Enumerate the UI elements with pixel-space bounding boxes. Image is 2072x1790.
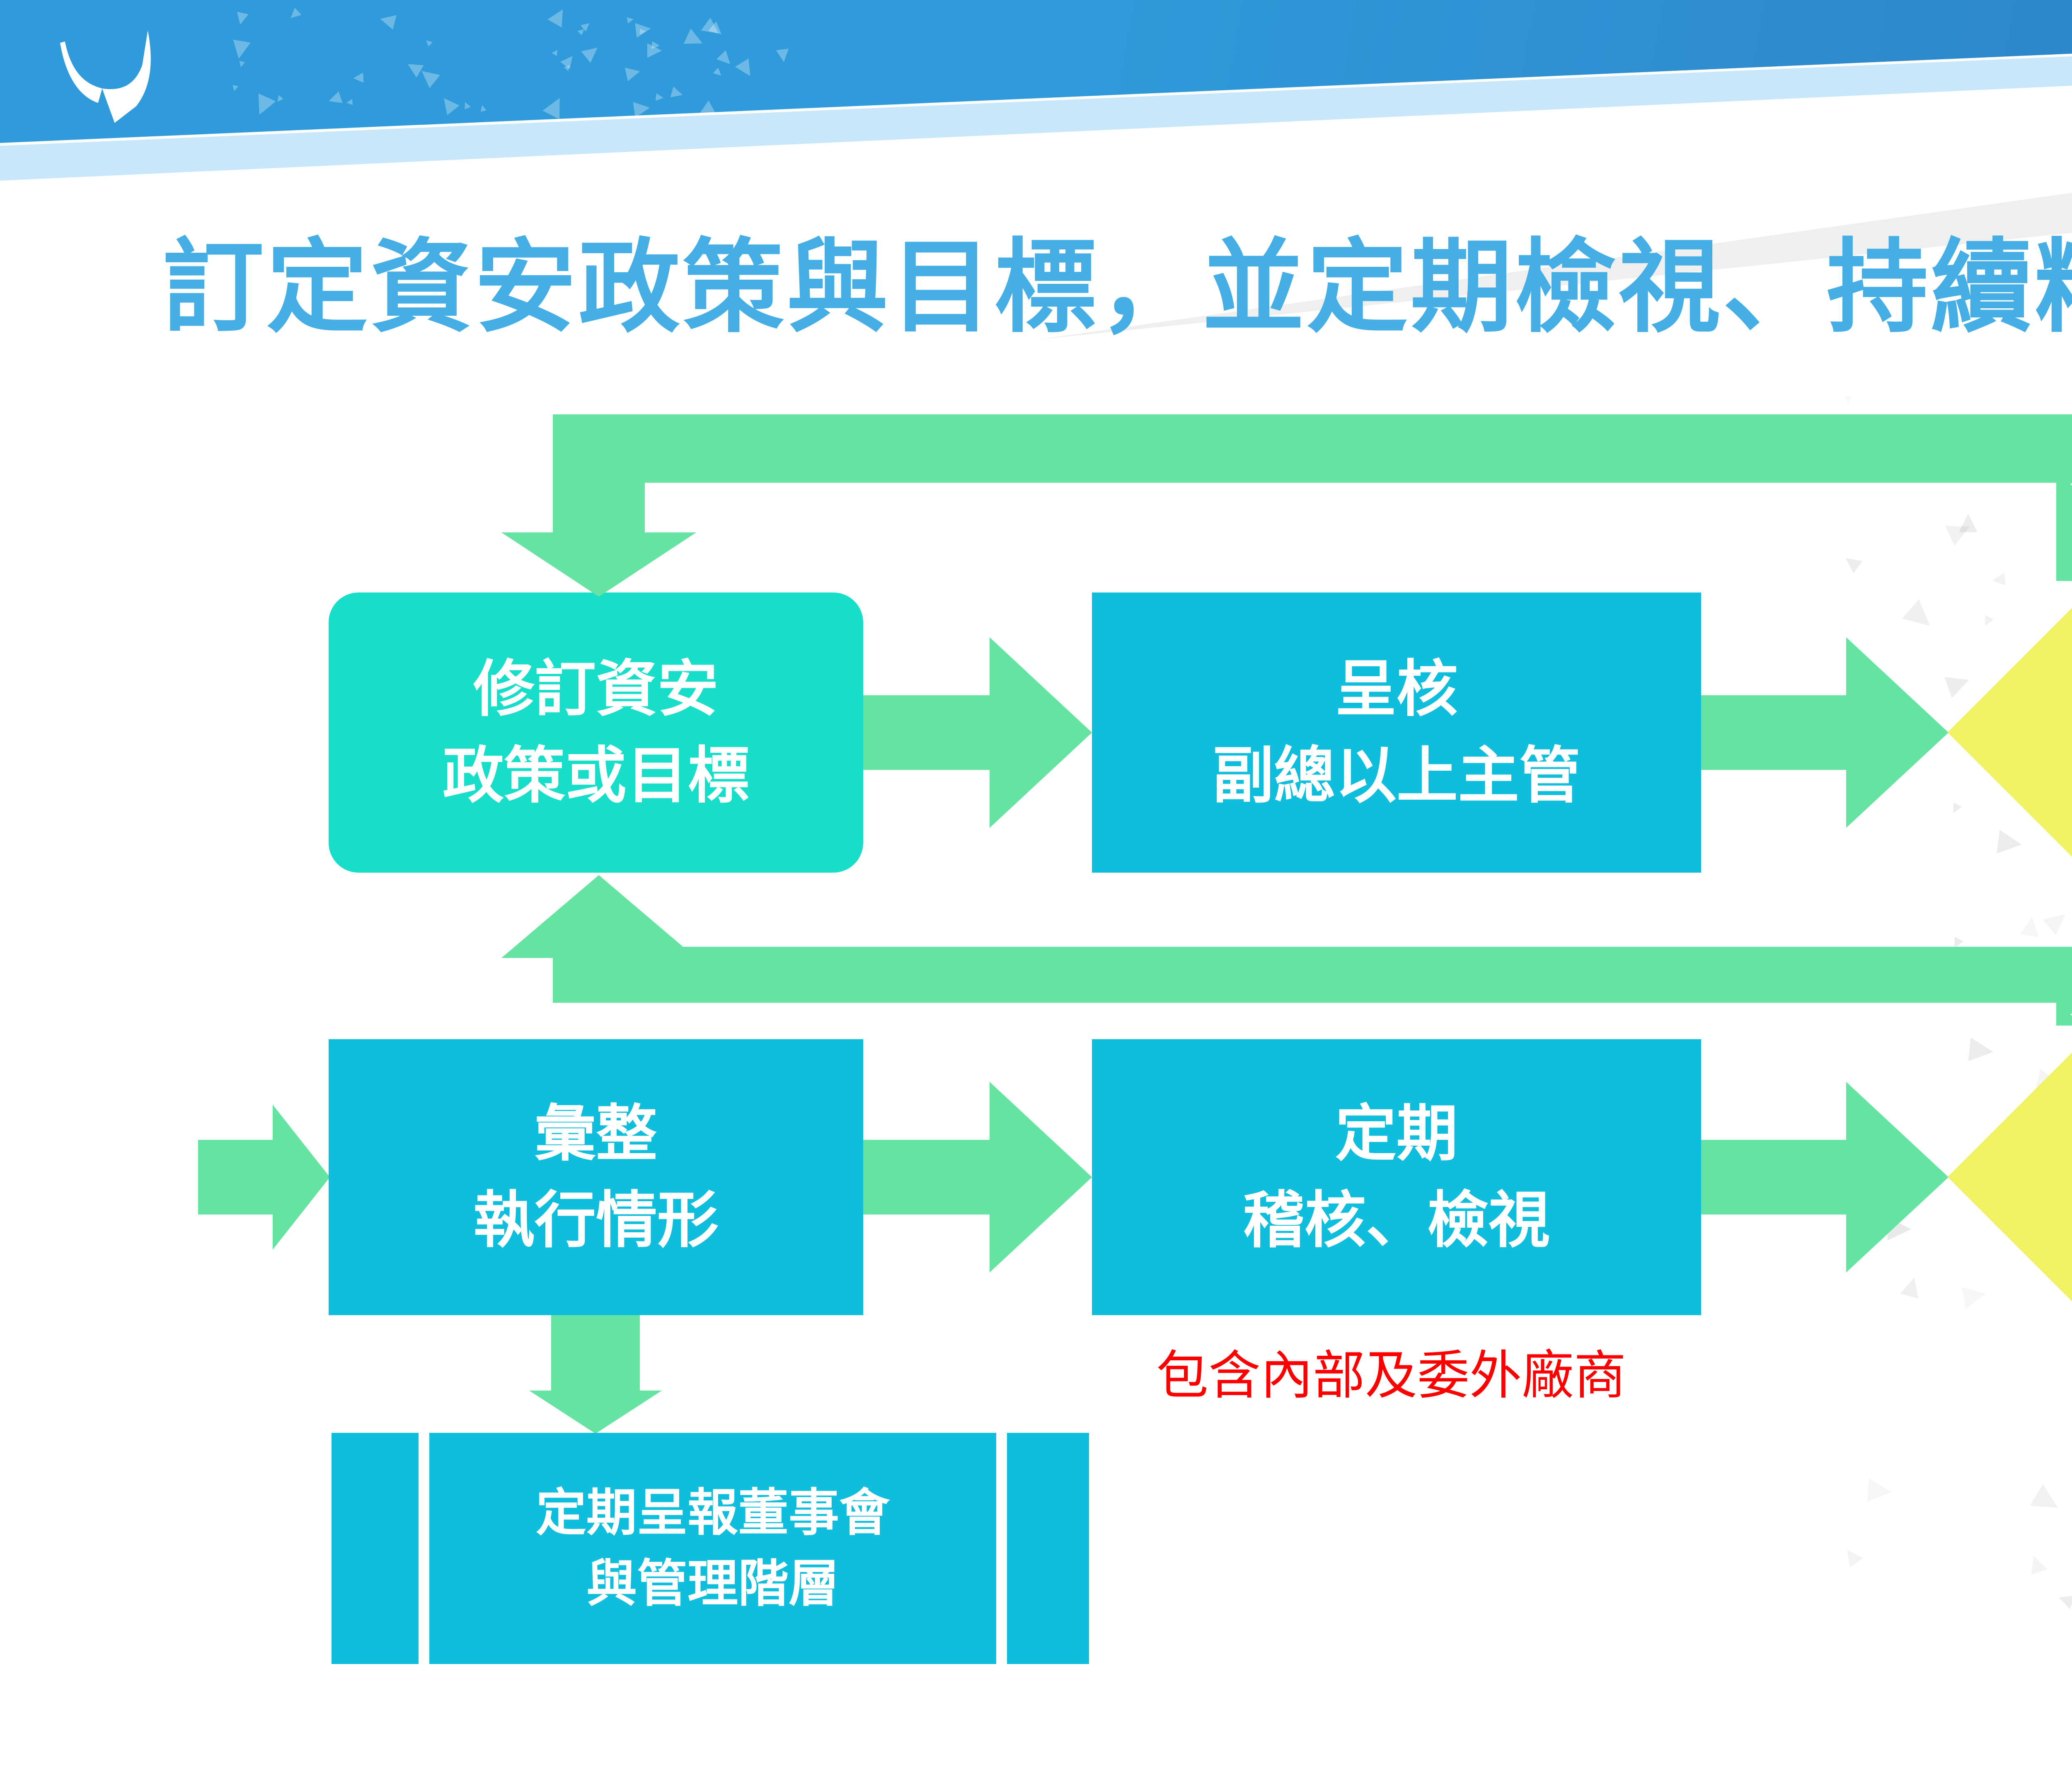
brand-logo-icon: [60, 30, 151, 123]
flow-bar-improve-yes-mid: [553, 947, 2072, 1003]
flow-box-audit-line1: 定期: [1335, 1098, 1458, 1169]
flow-arrow-audit-to-improve: [1701, 1140, 1846, 1214]
flow-box-report-right-bar: [1007, 1433, 1089, 1664]
flow-arrowhead-compile-to-audit: [990, 1082, 1092, 1272]
flow-arrow-compile-to-audit: [863, 1140, 990, 1214]
flow-arrowhead-submit-to-approve: [1846, 637, 1949, 828]
flow-box-report-left-bar: [332, 1433, 419, 1664]
label-approve-no: 否: [2055, 459, 2072, 521]
flow-arrowhead-entry: [273, 1105, 330, 1250]
flow-bar-approve-no-top: [553, 414, 2072, 483]
flow-box-submit-line1: 呈核: [1335, 653, 1458, 725]
flow-box-submit-line2: 副總以上主管: [1213, 740, 1581, 811]
flow-box-compile-line2: 執行情形: [473, 1185, 719, 1256]
flow-arrow-submit-to-approve: [1701, 695, 1846, 770]
flow-box-revise-line2: 政策或目標: [443, 740, 749, 811]
flow-bar-approve-no-drop: [553, 414, 645, 533]
flow-box-audit: 定期 稽核、檢視: [1092, 1039, 1701, 1315]
flow-diamond-approve: 核定: [1947, 579, 2072, 886]
flow-arrowhead-revise-to-submit: [990, 637, 1092, 828]
flow-box-compile-line1: 彙整: [535, 1098, 657, 1169]
flow-box-revise: 修訂資安 政策或目標: [329, 593, 863, 873]
flow-arrowhead-yes-to-revise: [501, 875, 696, 958]
flow-arrow-entry: [198, 1140, 273, 1214]
flow-diamond-approve-label: 核定: [2060, 658, 2072, 806]
audit-note: 包含內部及委外廠商: [1156, 1345, 1626, 1406]
flow-box-report: 定期呈報董事會 與管理階層: [429, 1433, 996, 1664]
flow-box-report-line1: 定期呈報董事會: [536, 1483, 890, 1542]
flow-bar-improve-yes-riser: [2056, 947, 2072, 1026]
flow-arrowhead-to-report: [529, 1391, 662, 1434]
flow-arrow-revise-to-submit: [863, 695, 990, 770]
flow-diamond-improve: 需改善: [1947, 1023, 2072, 1330]
flow-diamond-improve-label: 需改善: [2065, 1079, 2072, 1275]
flow-bar-compile-down: [551, 1315, 640, 1393]
flow-box-revise-line1: 修訂資安: [473, 653, 719, 725]
label-improve-yes: 是: [2055, 960, 2072, 1023]
flow-box-submit: 呈核 副總以上主管: [1092, 593, 1701, 873]
flow-box-audit-line2: 稽核、檢視: [1243, 1185, 1550, 1256]
flow-arrowhead-no-to-revise: [501, 532, 696, 597]
slide-title: 訂定資安政策與目標，並定期檢視、持續精進: [162, 228, 2072, 346]
flow-box-compile: 彙整 執行情形: [329, 1039, 863, 1315]
flow-arrowhead-audit-to-improve: [1846, 1082, 1949, 1272]
flow-box-report-line2: 與管理階層: [586, 1554, 839, 1613]
flow-bar-approve-no-riser: [2056, 414, 2072, 581]
